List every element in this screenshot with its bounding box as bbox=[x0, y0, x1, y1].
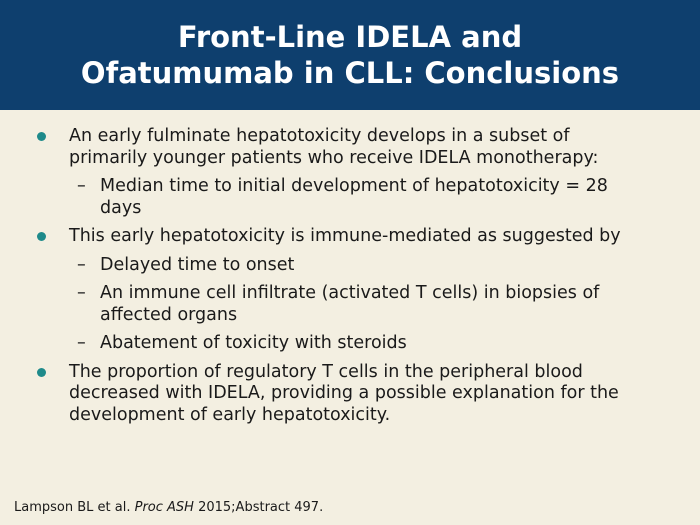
citation-details: 2015;Abstract 497. bbox=[198, 500, 324, 515]
citation-journal: Proc ASH bbox=[134, 500, 194, 515]
citation-authors: Lampson BL et al. bbox=[14, 500, 131, 515]
bullet-text: The proportion of regulatory T cells in … bbox=[69, 361, 619, 425]
bullet-text: An early fulminate hepatotoxicity develo… bbox=[69, 126, 599, 168]
title-banner: Front-Line IDELA and Ofatumumab in CLL: … bbox=[0, 0, 700, 110]
slide-body: An early fulminate hepatotoxicity develo… bbox=[0, 126, 700, 433]
sub-bullet-text: An immune cell infiltrate (activated T c… bbox=[100, 283, 600, 325]
bullet-dot-icon bbox=[37, 232, 46, 241]
dash-icon: – bbox=[77, 283, 86, 303]
sub-bullet-item: – Delayed time to onset bbox=[77, 254, 640, 277]
dash-icon: – bbox=[77, 176, 86, 196]
bullet-text: This early hepatotoxicity is immune-medi… bbox=[69, 226, 621, 246]
slide-title-line-2: Ofatumumab in CLL: Conclusions bbox=[80, 56, 620, 90]
bullet-dot-icon bbox=[37, 132, 46, 141]
slide-title-line-1: Front-Line IDELA and bbox=[177, 20, 523, 54]
citation: Lampson BL et al. Proc ASH 2015;Abstract… bbox=[14, 500, 323, 516]
dash-icon: – bbox=[77, 333, 86, 353]
bullet-item: The proportion of regulatory T cells in … bbox=[37, 361, 649, 427]
bullet-item: This early hepatotoxicity is immune-medi… bbox=[37, 226, 649, 248]
bullet-item: An early fulminate hepatotoxicity develo… bbox=[37, 126, 649, 169]
sub-bullet-item: – Abatement of toxicity with steroids bbox=[77, 333, 640, 355]
sub-bullet-item: – Median time to initial development of … bbox=[77, 176, 640, 219]
dash-icon: – bbox=[77, 254, 86, 275]
sub-bullet-text: Delayed time to onset bbox=[100, 254, 295, 275]
bullet-dot-icon bbox=[37, 367, 46, 377]
sub-bullet-item: – An immune cell infiltrate (activated T… bbox=[77, 283, 640, 326]
sub-bullet-text: Median time to initial development of he… bbox=[100, 176, 608, 218]
sub-bullet-text: Abatement of toxicity with steroids bbox=[100, 333, 407, 353]
